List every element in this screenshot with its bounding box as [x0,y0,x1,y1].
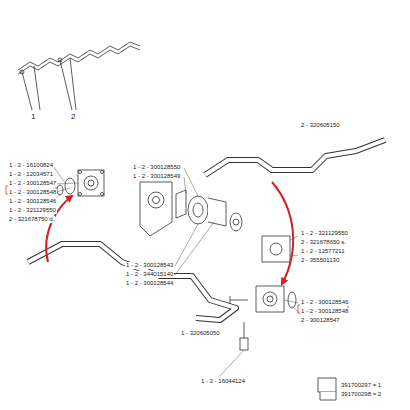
part-number: 1 - 2 - 300128544 [125,280,174,287]
part-number: 1 - 2 - 300128548 [300,308,349,315]
part-number: 1 - 2 - 300128543 [125,262,174,269]
part-number: 1 - 2 - 321129550 [8,207,57,214]
part-number: 1 - 2 - 300128548 [8,189,57,196]
part-number: 391700298 = 2 [340,391,382,398]
part-number: 1 - 2 - 321129550 [300,230,349,237]
part-number: 1 - 2 - 16044124 [200,378,246,385]
part-number: 1 [30,112,36,121]
part-number: 2 - 300128547 [300,317,341,324]
part-number: 1 - 2 - 12577211 [300,248,346,255]
part-number: 2 - 355501130 [300,257,340,264]
part-number: 391700297 = 1 [340,382,382,389]
part-number: 1 - 320605050 [180,330,221,337]
part-number: 1 - 2 - 300128549 [132,173,181,180]
part-number: 2 [70,112,76,121]
part-number: 1 - 2 - 300128546 [300,299,349,306]
part-number: 2 - 321678750 d. [8,216,55,223]
part-number: 1 - 2 - 300128550 [132,164,181,171]
part-number: 1 - 2 - 300128547 [8,180,57,187]
part-number: 1 - 2 - 16100824 [8,162,54,169]
part-number: 1 - 2 - 300128546 [8,198,57,205]
part-number: 2 - 320605150 [300,122,341,129]
part-number: 1 - 2 - 344015140 [125,271,174,278]
part-number: 2 - 321678650 s. [300,239,347,246]
part-number: 1 - 2 - 12034571 [8,171,54,178]
